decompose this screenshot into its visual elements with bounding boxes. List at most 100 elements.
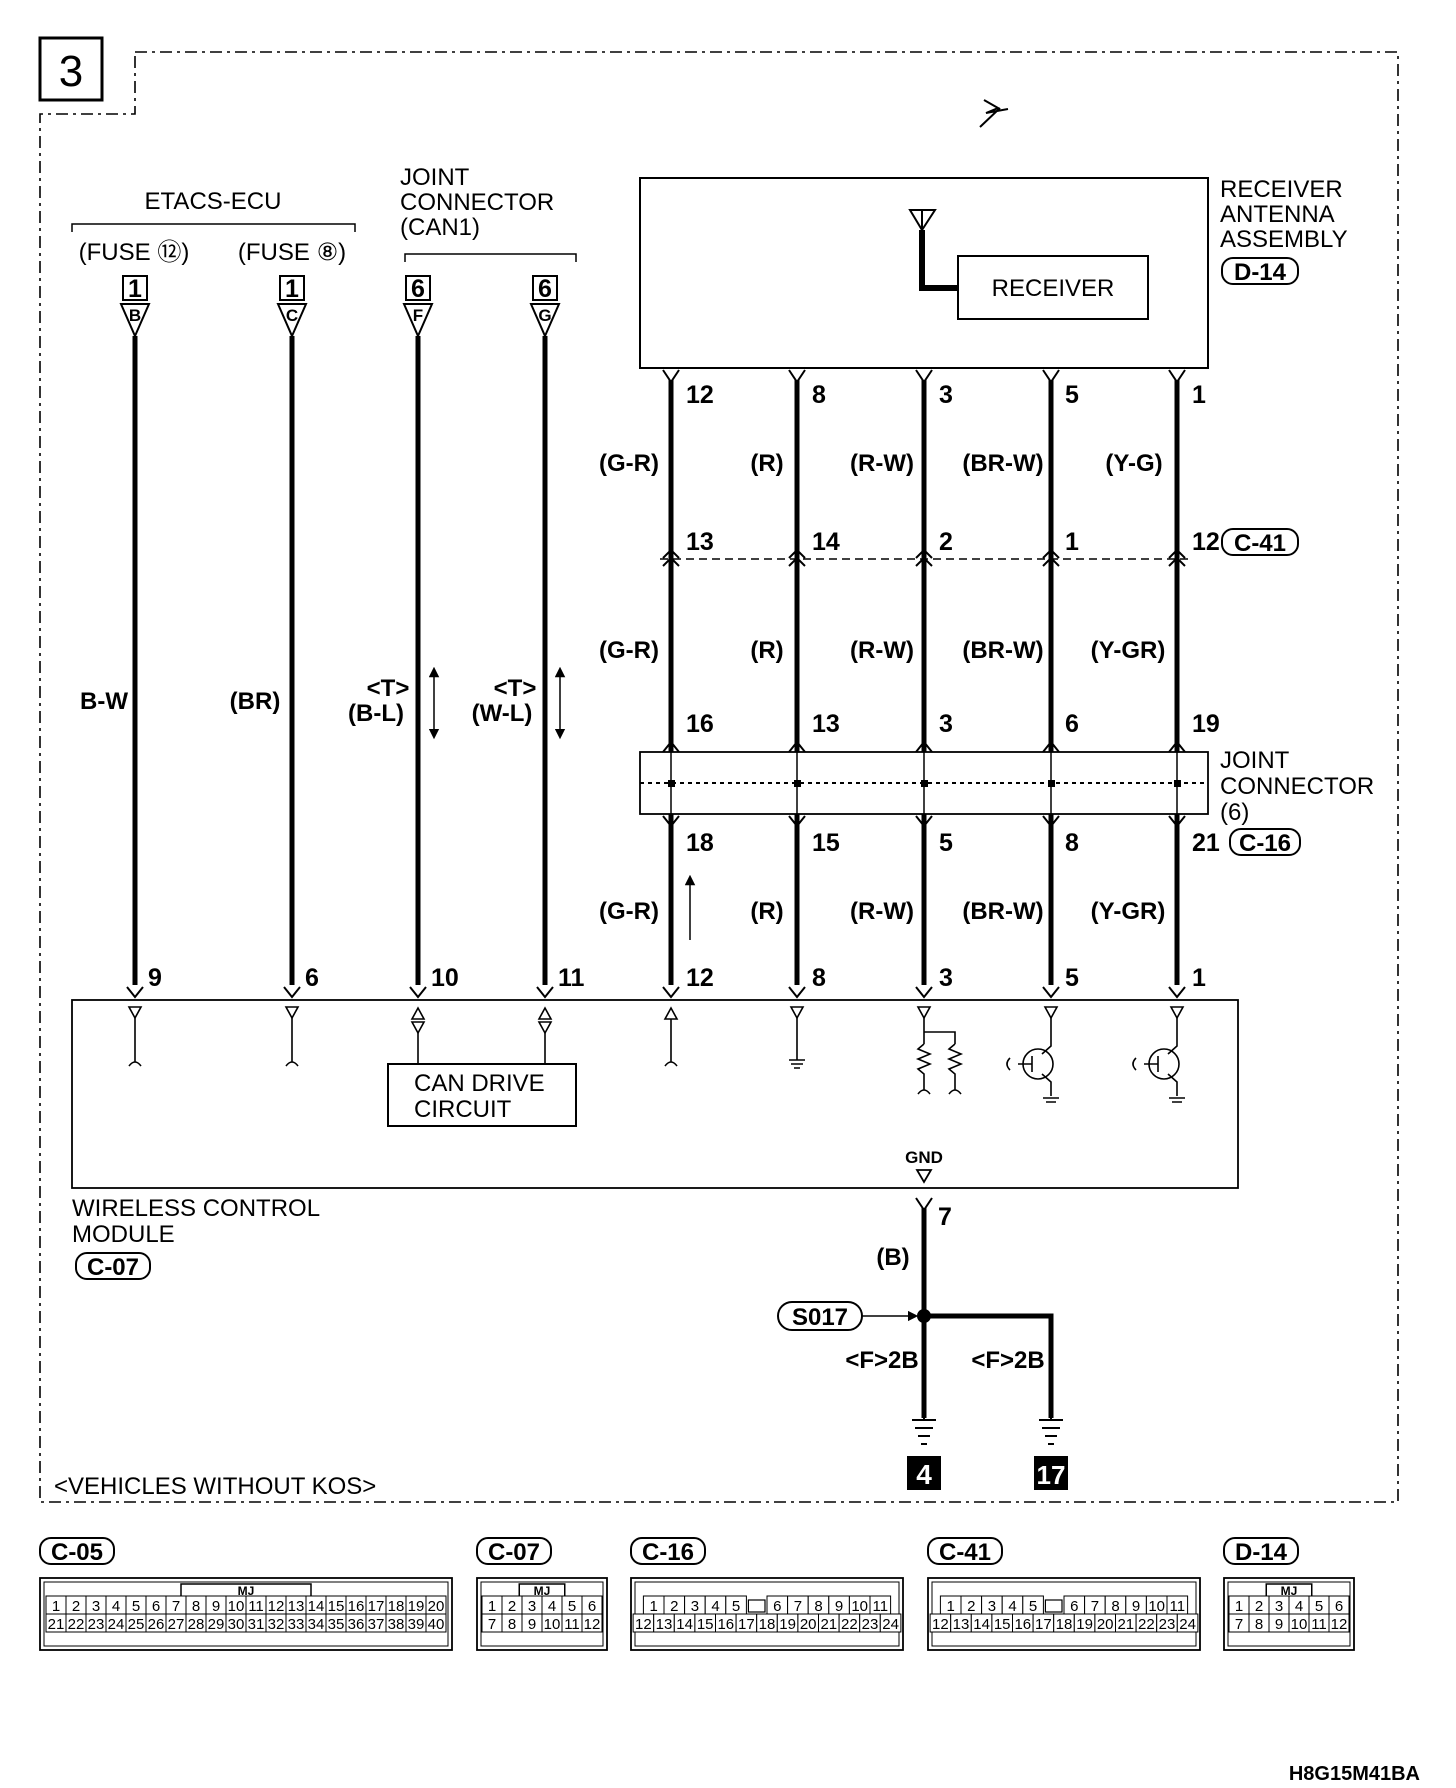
connector-pin: 1 bbox=[650, 1598, 658, 1615]
connector-pin: 1 bbox=[52, 1598, 60, 1615]
joint-can-title-1: JOINT bbox=[400, 164, 470, 191]
connector-pin: 16 bbox=[717, 1616, 734, 1633]
joint6-color-3: (R-W) bbox=[850, 898, 914, 925]
joint6-top-pin-5: 19 bbox=[1192, 710, 1220, 738]
connector-pin: 5 bbox=[132, 1598, 140, 1615]
connector-tag: MJ bbox=[534, 1584, 551, 1598]
connector-pin: 12 bbox=[932, 1616, 949, 1633]
joint6-color-5: (Y-GR) bbox=[1091, 898, 1166, 925]
etacs-fuse-b: (FUSE ⑧) bbox=[238, 239, 346, 266]
wireless-signal-icon bbox=[979, 99, 1009, 128]
connector-code-badge bbox=[630, 1537, 706, 1565]
connector-pin: 1 bbox=[1235, 1598, 1243, 1615]
c41-pin-marks bbox=[662, 548, 1186, 567]
receiver-pin-3: 3 bbox=[939, 381, 953, 409]
splice-node bbox=[917, 1309, 931, 1323]
svg-text:6: 6 bbox=[411, 275, 425, 303]
page-number: 3 bbox=[59, 47, 83, 96]
figure-code: H8G15M41BA bbox=[1289, 1763, 1420, 1785]
connector-pin: 10 bbox=[1148, 1598, 1165, 1615]
connector-pin: 6 bbox=[152, 1598, 160, 1615]
connector-pin: 1 bbox=[947, 1598, 955, 1615]
joint6-color-1: (G-R) bbox=[599, 898, 659, 925]
receiver-title-2: ANTENNA bbox=[1220, 201, 1335, 228]
joint6-color-2: (R) bbox=[750, 898, 783, 925]
module-pin-6: 8 bbox=[812, 964, 826, 992]
module-gnd-label: GND bbox=[905, 1148, 943, 1167]
vehicle-note: <VEHICLES WITHOUT KOS> bbox=[54, 1473, 376, 1500]
connector-code: C-41 bbox=[939, 1539, 991, 1566]
connector-pin: 17 bbox=[738, 1616, 755, 1633]
connector-pin: 2 bbox=[1255, 1598, 1263, 1615]
module-code: C-07 bbox=[87, 1254, 139, 1281]
connector-pin: 38 bbox=[388, 1616, 405, 1633]
connector-pin: 35 bbox=[328, 1616, 345, 1633]
joint6-color-4: (BR-W) bbox=[962, 898, 1043, 925]
module-pin-8: 5 bbox=[1065, 964, 1079, 992]
receiver-code: D-14 bbox=[1234, 259, 1287, 286]
connector-pin: 10 bbox=[851, 1598, 868, 1615]
joint6-title-2: CONNECTOR bbox=[1220, 773, 1374, 800]
connector-pin: 12 bbox=[1331, 1616, 1348, 1633]
c41-pin-2: 14 bbox=[812, 528, 840, 556]
module-code-badge bbox=[75, 1252, 151, 1280]
connector-pin: 9 bbox=[835, 1598, 843, 1615]
connector-pin: 8 bbox=[192, 1598, 200, 1615]
joint6-top-pin-3: 3 bbox=[939, 710, 953, 738]
c41-code: C-41 bbox=[1234, 530, 1286, 557]
wire-label-br: (BR) bbox=[230, 688, 281, 715]
joint6-code-badge bbox=[1229, 828, 1301, 856]
joint-can-bracket bbox=[404, 253, 577, 262]
connector-pin: 20 bbox=[800, 1616, 817, 1633]
receiver-color-3: (R-W) bbox=[850, 450, 914, 477]
wire-label-wl: (W-L) bbox=[472, 700, 533, 727]
joint6-title-3: (6) bbox=[1220, 799, 1249, 826]
etacs-title: ETACS-ECU bbox=[145, 188, 282, 215]
antenna-icon bbox=[908, 209, 937, 232]
c41-pin-5: 12 bbox=[1192, 528, 1220, 556]
connector-tag: MJ bbox=[238, 1584, 255, 1598]
connector-pin: 23 bbox=[1159, 1616, 1176, 1633]
connector-pin: 20 bbox=[1097, 1616, 1114, 1633]
gnd-pin: 7 bbox=[938, 1203, 952, 1231]
outer-frame bbox=[39, 51, 1399, 1503]
connector-pin: 28 bbox=[188, 1616, 205, 1633]
can-drive-label-2: CIRCUIT bbox=[414, 1096, 512, 1123]
svg-text:B: B bbox=[129, 306, 141, 325]
connector-pin: 26 bbox=[148, 1616, 165, 1633]
joint6-bottom-pin-2: 15 bbox=[812, 829, 840, 857]
connector-pin: 8 bbox=[1255, 1616, 1263, 1633]
connector-tag: MJ bbox=[1281, 1584, 1298, 1598]
receiver-pin-5: 1 bbox=[1192, 381, 1206, 409]
connector-pin: 23 bbox=[862, 1616, 879, 1633]
wire-label-t1: <T> bbox=[367, 675, 410, 702]
connector-pin: 15 bbox=[697, 1616, 714, 1633]
receiver-color-1: (G-R) bbox=[599, 450, 659, 477]
can-drive-circuit-box bbox=[387, 1063, 577, 1127]
connector-pin: 1 bbox=[488, 1598, 496, 1615]
connector-pin: 10 bbox=[228, 1598, 245, 1615]
connector-pin: 9 bbox=[1275, 1616, 1283, 1633]
connector-pin: 17 bbox=[368, 1598, 385, 1615]
connector-pin: 9 bbox=[528, 1616, 536, 1633]
etacs-fuse-a: (FUSE ⑫) bbox=[79, 239, 190, 266]
c41-color-5: (Y-GR) bbox=[1091, 637, 1166, 664]
ground-point-17-label: 17 bbox=[1037, 1460, 1066, 1490]
ground-point-4 bbox=[907, 1456, 941, 1490]
connector-pin: 19 bbox=[1076, 1616, 1093, 1633]
receiver-inner-box bbox=[957, 255, 1149, 320]
connector-pin: 15 bbox=[328, 1598, 345, 1615]
connector-pin: 18 bbox=[759, 1616, 776, 1633]
receiver-pin-1: 12 bbox=[686, 381, 714, 409]
module-pin-7: 3 bbox=[939, 964, 953, 992]
joint6-bottom-pin-marks bbox=[662, 815, 1186, 828]
joint-can-connector-a: 6 F bbox=[402, 275, 434, 339]
svg-text:G: G bbox=[538, 306, 551, 325]
wireless-control-module-box bbox=[71, 999, 1239, 1189]
joint6-bottom-pin-5: 21 bbox=[1192, 829, 1220, 857]
connector-pin: 7 bbox=[794, 1598, 802, 1615]
connector-code: C-05 bbox=[51, 1539, 103, 1566]
connector-pin: 33 bbox=[288, 1616, 305, 1633]
connector-pin: 3 bbox=[528, 1598, 536, 1615]
